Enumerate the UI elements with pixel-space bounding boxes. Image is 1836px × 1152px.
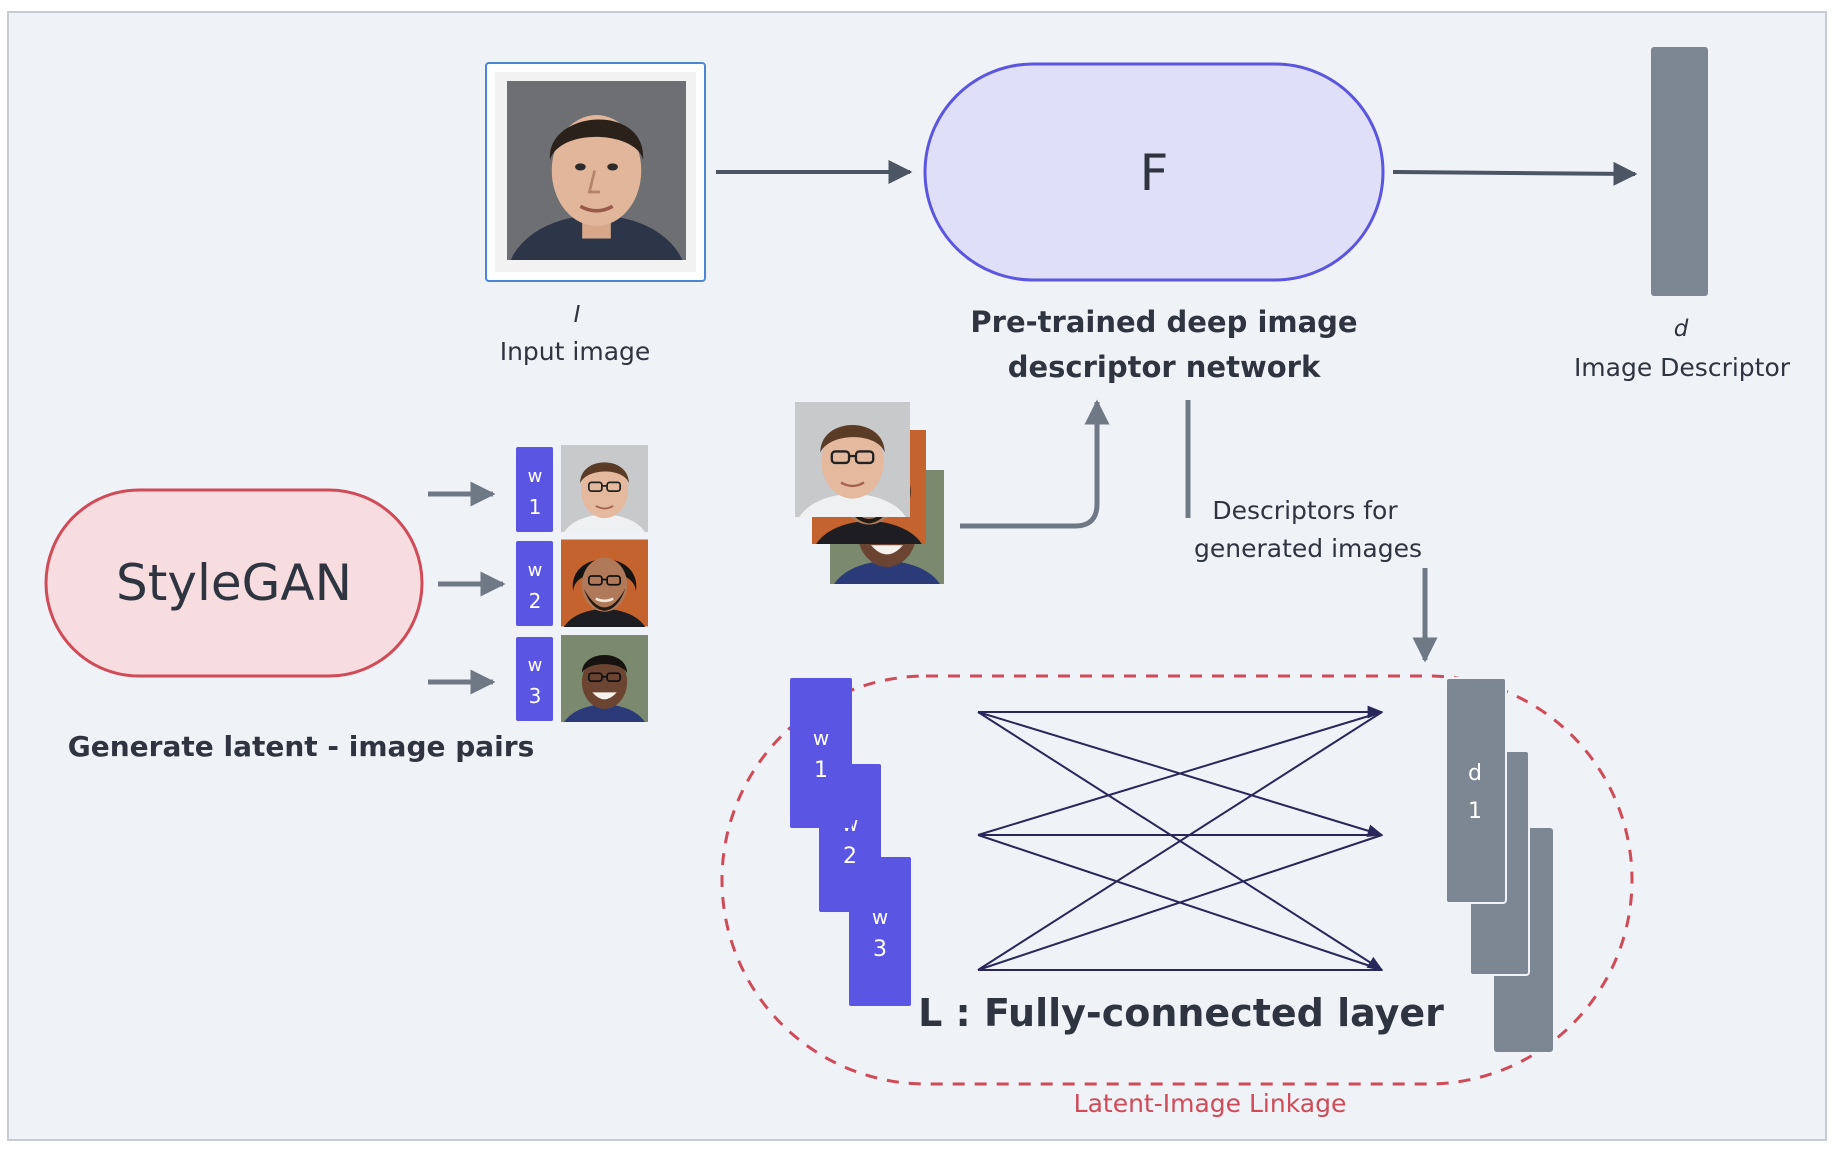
network-title-line2: descriptor network xyxy=(1008,350,1321,384)
linkage-d-index: 1 xyxy=(1468,799,1482,824)
descriptor-label: Image Descriptor xyxy=(1574,353,1791,382)
latent-block xyxy=(516,541,553,626)
linkage-w2-index: 2 xyxy=(843,844,857,869)
linkage-latent-w1: w 1 xyxy=(790,678,852,828)
linkage-w1-index: 1 xyxy=(814,758,828,783)
stylegan-caption: Generate latent - image pairs xyxy=(68,730,534,763)
network-symbol: F xyxy=(1140,144,1169,202)
linkage-region-label: Latent-Image Linkage xyxy=(1074,1089,1347,1118)
descriptors-caption-line1: Descriptors for xyxy=(1212,496,1398,525)
linkage-w1-letter: w xyxy=(813,726,829,750)
fully-connected-layer xyxy=(977,705,1384,971)
arrow-network-to-descriptor xyxy=(1392,161,1638,186)
latent-pair-1: w 1 xyxy=(516,445,648,532)
network-node xyxy=(923,62,1385,282)
linkage-w3-index: 3 xyxy=(873,937,887,962)
network-title-line1: Pre-trained deep image xyxy=(970,305,1357,339)
linkage-descriptor-1 xyxy=(1445,677,1507,904)
latent-index: 3 xyxy=(529,684,542,708)
latent-block xyxy=(516,447,553,532)
latent-pair-2: w 2 xyxy=(516,539,648,627)
input-image xyxy=(485,62,706,282)
descriptors-caption-line2: generated images xyxy=(1194,534,1422,563)
input-label: Input image xyxy=(500,337,651,366)
latent-pair-3: w 3 xyxy=(516,635,648,722)
latent-w: w xyxy=(528,466,543,487)
latent-w: w xyxy=(528,655,543,676)
input-symbol: I xyxy=(574,302,581,328)
latent-index: 1 xyxy=(529,495,542,519)
latent-block xyxy=(516,637,553,721)
stylegan-label: StyleGAN xyxy=(116,554,352,612)
descriptor-symbol: d xyxy=(1674,316,1689,342)
linkage-d-symbol: d xyxy=(1468,761,1482,786)
linkage-region xyxy=(720,674,1634,1086)
stylegan-node xyxy=(44,488,424,678)
arrow-stack-to-network xyxy=(960,399,1110,529)
fc-layer-label: L : Fully-connected layer xyxy=(918,991,1444,1035)
descriptor-block xyxy=(1651,47,1708,296)
latent-index: 2 xyxy=(529,589,542,613)
latent-w: w xyxy=(528,560,543,581)
